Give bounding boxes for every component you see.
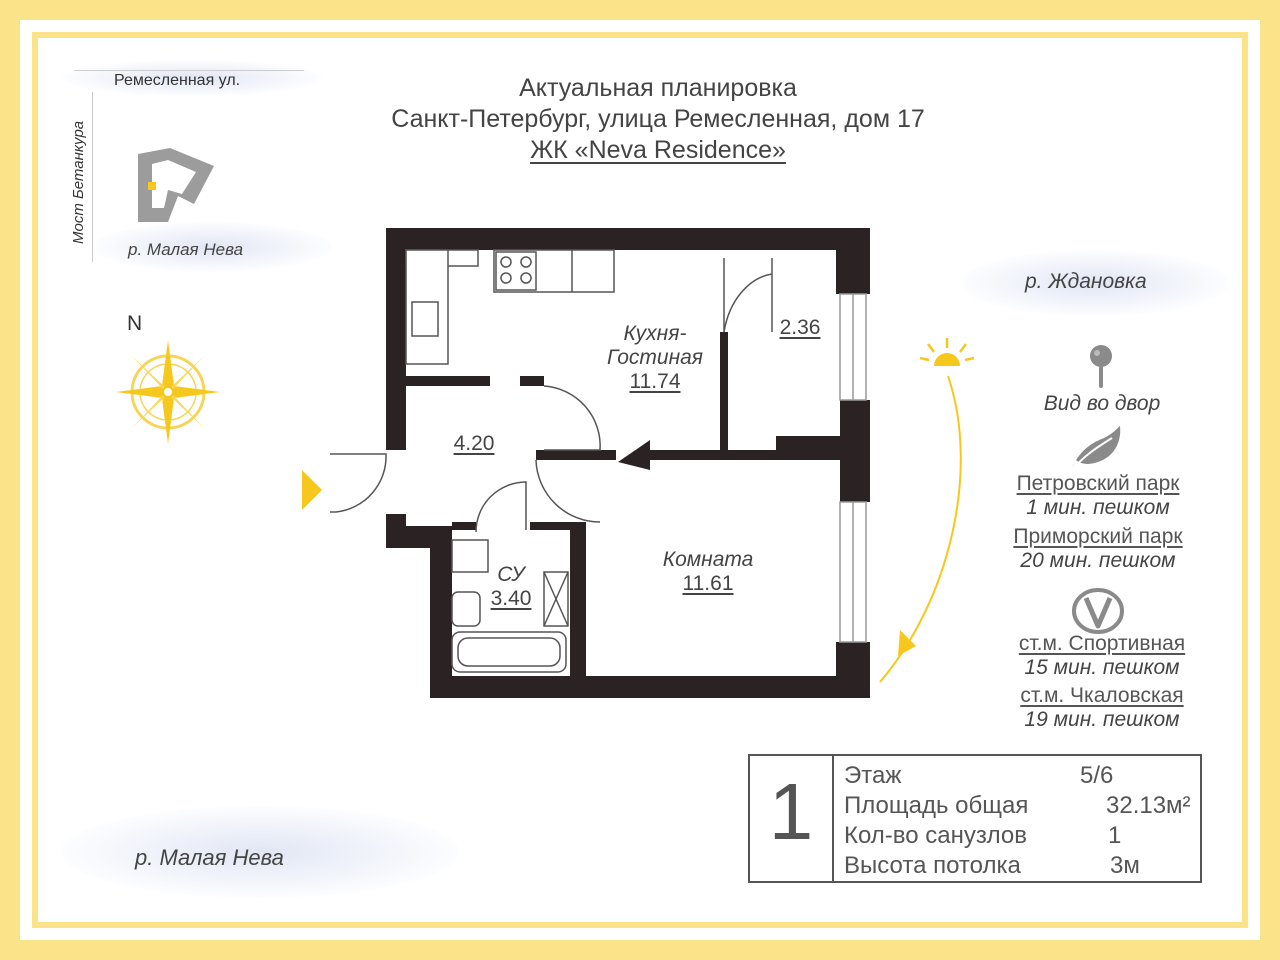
metro1-time: 15 мин. пешком	[1024, 656, 1180, 679]
kitchen-area: 11.74	[629, 370, 681, 393]
room-label: Комната 11.61	[638, 548, 778, 596]
wall-mid	[536, 450, 616, 460]
entrance-arrow-icon	[302, 470, 322, 510]
wall-right-3	[836, 642, 870, 698]
wall-left-bath	[430, 526, 452, 698]
spec-row-area: Площадь общая 32.13м²	[844, 792, 1194, 822]
wall-hall-top-2	[520, 376, 544, 386]
kitchen-name-2: Гостиная	[606, 346, 704, 369]
hall-area: 4.20	[453, 432, 495, 455]
pin-icon	[1090, 345, 1112, 388]
zhdanovka-wave	[960, 250, 1230, 316]
spec-value-ceiling: 3м	[1110, 852, 1140, 879]
metro2: ст.м. Чкаловская 19 мин. пешком	[972, 684, 1232, 732]
spec-box: 1 Этаж 5/6 Площадь общая 32.13м² Кол-во …	[748, 754, 1202, 883]
park2: Приморский парк 20 мин. пешком	[968, 525, 1228, 573]
zhdanovka-label: р. Ждановка	[1025, 270, 1147, 293]
wall-step	[386, 526, 438, 548]
wall-storage-bottom	[776, 436, 840, 450]
small-river-wave	[92, 222, 332, 272]
malaya-neva-label: р. Малая Нева	[135, 845, 284, 870]
metro-icon	[1072, 588, 1124, 634]
wall-bottom	[430, 676, 870, 698]
spec-label-floor: Этаж	[844, 762, 902, 789]
spec-value-bathrooms: 1	[1108, 822, 1122, 849]
wall-bath-top-2	[530, 522, 586, 530]
metro2-name[interactable]: ст.м. Чкаловская	[1020, 684, 1184, 707]
wall-right-1	[836, 228, 870, 294]
spec-label-ceiling: Высота потолка	[844, 852, 1021, 879]
north-label: N	[127, 312, 143, 335]
bath-door	[475, 481, 527, 533]
kitchen-label: Кухня- Гостиная 11.74	[580, 322, 730, 394]
column	[618, 440, 650, 470]
room-area: 11.61	[682, 572, 734, 595]
metro2-time: 19 мин. пешком	[1024, 708, 1180, 731]
spec-label-bathrooms: Кол-во санузлов	[844, 822, 1027, 849]
complex-name: ЖК «Neva Residence»	[530, 136, 786, 164]
storage-label: 2.36	[770, 316, 830, 340]
park1-time: 1 мин. пешком	[1026, 496, 1170, 519]
spec-row-ceiling: Высота потолка 3м	[844, 852, 1194, 882]
malaya-neva-wave	[60, 806, 460, 898]
sun-path	[879, 375, 962, 683]
spec-row-floor: Этаж 5/6	[844, 762, 1194, 792]
leaf-icon	[1072, 426, 1121, 469]
spec-value-floor: 5/6	[1080, 762, 1114, 789]
storage-door-left	[723, 258, 773, 333]
title-line-3: ЖК «Neva Residence»	[300, 135, 1016, 166]
washbasin	[451, 539, 489, 573]
title-line-1: Актуальная планировка	[519, 74, 797, 102]
hall-label: 4.20	[444, 432, 504, 456]
small-river-label: р. Малая Нева	[128, 240, 244, 259]
toilet	[451, 591, 481, 627]
bridge-label: Мост Бетанкура	[70, 120, 87, 244]
wall-top	[386, 228, 870, 250]
entrance-door	[330, 453, 387, 513]
kitchen-door	[543, 385, 601, 451]
bath-area: 3.40	[490, 587, 532, 610]
rooms-count: 1	[768, 767, 814, 856]
spec-row-bathrooms: Кол-во санузлов 1	[844, 822, 1194, 852]
bridge-line	[92, 92, 93, 262]
street-wave	[62, 60, 322, 96]
floor-plan	[302, 228, 870, 698]
kitchen-name-1: Кухня-	[623, 322, 687, 345]
street-label: Ремесленная ул.	[114, 72, 241, 89]
park2-name[interactable]: Приморский парк	[1013, 525, 1183, 548]
inner-frame	[32, 32, 1248, 928]
wall-bath-top	[452, 522, 476, 530]
room-name: Комната	[662, 548, 754, 571]
wall-bath-right	[570, 522, 586, 692]
room-door	[535, 459, 601, 523]
wall-left-upper	[386, 228, 406, 450]
storage-area: 2.36	[779, 316, 821, 339]
bath-name: СУ	[497, 563, 525, 586]
wall-room-top	[650, 450, 840, 460]
bath-label: СУ 3.40	[480, 563, 542, 611]
street-line	[74, 70, 304, 71]
park2-time: 20 мин. пешком	[1020, 549, 1176, 572]
sun-icon	[919, 338, 975, 366]
compass-icon	[116, 340, 220, 444]
wall-right-2	[840, 400, 870, 502]
view-label: Вид во двор	[1043, 392, 1161, 415]
spec-divider	[832, 756, 834, 881]
sink	[411, 301, 439, 337]
metro1-name[interactable]: ст.м. Спортивная	[1018, 632, 1186, 655]
title-line-2: Санкт-Петербург, улица Ремесленная, дом …	[391, 105, 925, 133]
spec-value-area: 32.13м²	[1106, 792, 1191, 819]
wall-storage-left	[720, 332, 728, 454]
stove	[495, 251, 537, 291]
park1: Петровский парк 1 мин. пешком	[968, 472, 1228, 520]
wall-hall-top	[406, 376, 490, 386]
spec-label-area: Площадь общая	[844, 792, 1029, 819]
building-icon	[138, 148, 214, 222]
park1-name[interactable]: Петровский парк	[1016, 472, 1180, 495]
metro1: ст.м. Спортивная 15 мин. пешком	[972, 632, 1232, 680]
